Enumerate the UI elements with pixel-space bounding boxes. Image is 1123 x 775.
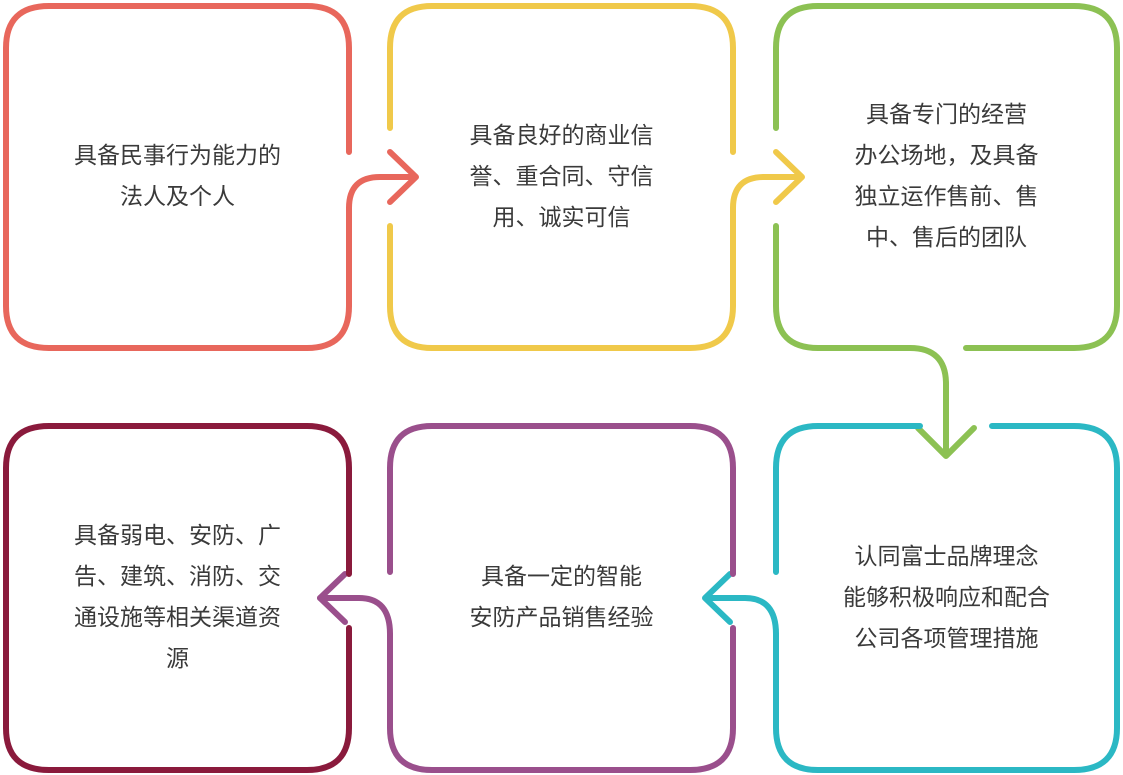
connector-4-to-5 bbox=[703, 595, 779, 637]
step-6-text: 具备弱电、安防、广告、建筑、消防、交通设施等相关渠道资源 bbox=[20, 440, 335, 756]
step-1-box bbox=[3, 3, 352, 351]
step-1-text: 具备民事行为能力的法人及个人 bbox=[20, 20, 335, 334]
step-6-box bbox=[3, 423, 352, 773]
step-6-line: 具备弱电、安防、广 bbox=[74, 523, 281, 549]
connector-2-to-3 bbox=[730, 174, 803, 211]
step-3-text: 具备专门的经营办公场地，及具备独立运作售前、售中、售后的团队 bbox=[790, 20, 1103, 334]
step-6-line: 告、建筑、消防、交 bbox=[74, 564, 281, 590]
step-3-line: 中、售后的团队 bbox=[866, 225, 1027, 251]
step-4-line: 公司各项管理措施 bbox=[854, 625, 1039, 652]
step-4-line: 认同富士品牌理念 bbox=[854, 543, 1039, 570]
arrow-right-icon bbox=[773, 149, 805, 205]
step-3-line: 具备专门的经营 bbox=[866, 102, 1027, 128]
step-3-line: 独立运作售前、售 bbox=[854, 184, 1039, 210]
step-2-line: 用、诚实可信 bbox=[492, 204, 631, 231]
step-4-text: 认同富士品牌理念能够积极响应和配合公司各项管理措施 bbox=[790, 440, 1103, 756]
step-2-box bbox=[387, 3, 736, 351]
step-5-line: 安防产品销售经验 bbox=[469, 605, 654, 631]
step-3-line: 办公场地，及具备 bbox=[854, 143, 1039, 169]
step-5-line: 具备一定的智能 bbox=[481, 564, 642, 590]
arrow-left-icon bbox=[317, 571, 348, 625]
arrow-right-icon bbox=[387, 149, 419, 205]
step-1-line: 具备民事行为能力的 bbox=[74, 143, 281, 169]
step-2-line: 誉、重合同、守信 bbox=[469, 163, 654, 190]
step-5-box bbox=[387, 423, 736, 773]
step-1-line: 法人及个人 bbox=[120, 184, 235, 210]
step-6-line: 源 bbox=[166, 646, 189, 672]
step-4-box bbox=[773, 423, 1120, 773]
step-4-line: 能够积极响应和配合 bbox=[843, 584, 1050, 611]
arrow-down-icon bbox=[915, 425, 977, 459]
arrow-left-icon bbox=[702, 571, 733, 625]
connector-5-to-6 bbox=[317, 595, 393, 637]
connector-3-to-4 bbox=[907, 345, 949, 458]
connector-1-to-2 bbox=[346, 174, 417, 211]
step-2-text: 具备良好的商业信誉、重合同、守信用、诚实可信 bbox=[404, 20, 719, 334]
step-2-line: 具备良好的商业信 bbox=[469, 122, 654, 149]
step-3-box bbox=[773, 3, 1120, 351]
step-5-text: 具备一定的智能安防产品销售经验 bbox=[404, 440, 719, 756]
step-6-line: 通设施等相关渠道资 bbox=[74, 605, 281, 631]
